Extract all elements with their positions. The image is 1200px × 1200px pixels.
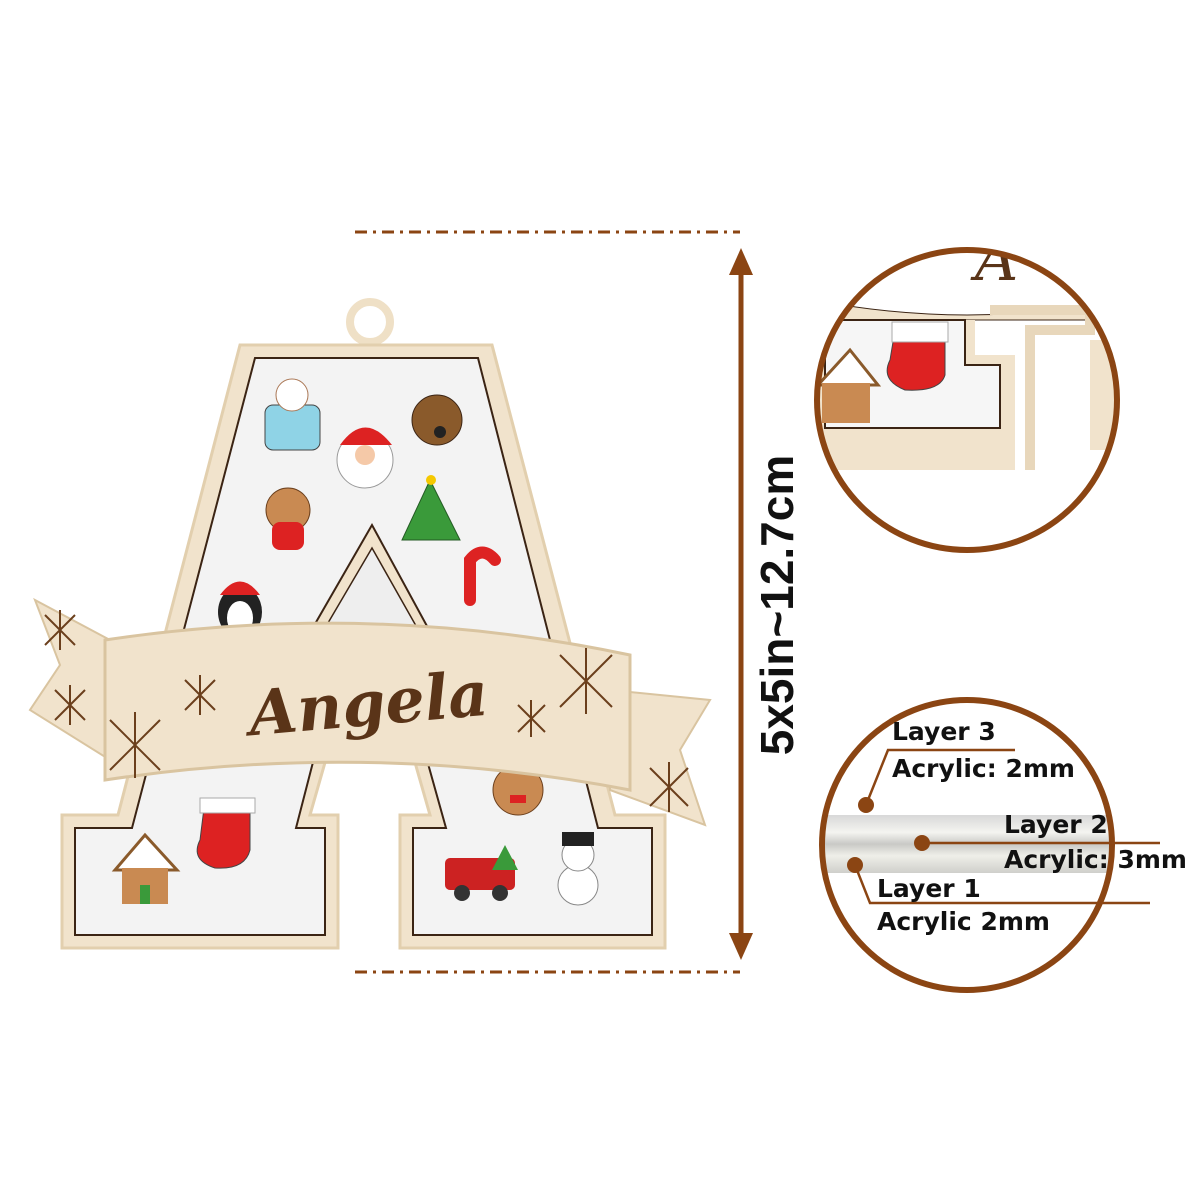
layer1-dot (847, 857, 863, 873)
detail-zoom-layers: Layer 3 Acrylic: 2mm Layer 2 Acrylic: 3m… (819, 697, 1187, 993)
arrow-down-icon (729, 933, 753, 960)
candy-cane-icon (464, 546, 501, 606)
svg-text:A: A (970, 225, 1018, 295)
stocking-icon (886, 321, 949, 391)
gingerbread-house-icon (819, 347, 882, 423)
layer1-title: Layer 1 (877, 874, 981, 903)
gingerbread-girl-icon (265, 487, 311, 550)
layer3-dot (858, 797, 874, 813)
christmas-tree-icon (401, 475, 461, 541)
stickers (111, 378, 599, 906)
ornament-letter-a: Angela (28, 298, 712, 950)
layer1-leader (853, 864, 1150, 905)
reindeer-icon (411, 394, 463, 446)
layer3-title: Layer 3 (892, 717, 996, 746)
layer2-title: Layer 2 (1004, 810, 1108, 839)
name-banner: Angela (28, 597, 712, 827)
arrow-up-icon (729, 248, 753, 275)
layer3-material: Acrylic: 2mm (892, 754, 1075, 783)
dimension-label: 5x5in~12.7cm (751, 455, 803, 756)
snowflake-icons (44, 610, 689, 812)
layer2-dot (914, 835, 930, 851)
red-truck-icon (445, 845, 518, 901)
hanging-loop (346, 298, 394, 346)
layer3-leader (864, 748, 1015, 806)
height-dimension: 5x5in~12.7cm (355, 230, 803, 974)
layer2-material: Acrylic: 3mm (1004, 845, 1187, 874)
hot-cocoa-icon (264, 378, 321, 451)
gingerbread-house-icon (111, 832, 181, 904)
stocking-icon (196, 797, 256, 869)
santa-icon (336, 427, 394, 489)
banner-tail-left (28, 597, 111, 762)
snowman-icon (557, 832, 599, 906)
layer1-material: Acrylic 2mm (877, 907, 1050, 936)
detail-zoom-top: A (814, 225, 1120, 553)
